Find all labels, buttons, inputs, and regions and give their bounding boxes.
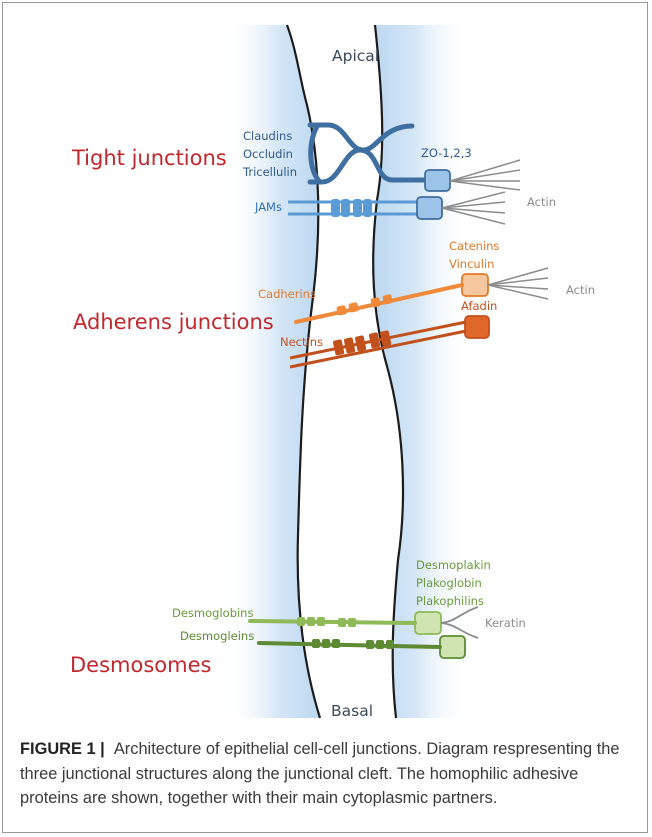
plakophilins-label: Plakophilins [416,594,484,608]
tight-junctions-title: Tight junctions [71,146,227,170]
figure-label: FIGURE 1 [20,740,96,758]
caption-separator [96,740,114,758]
zo-label: ZO-1,2,3 [421,146,472,160]
vinculin-label: Vinculin [449,257,494,271]
claudins-label: Claudins [243,129,292,143]
actin-filaments-adherens [488,268,548,299]
actin-label-adherens: Actin [566,283,595,297]
desmoplakin-box [415,612,441,634]
adherens-junctions-title: Adherens junctions [73,310,274,334]
catenins-label: Catenins [449,239,499,253]
junction-diagram: Apical Basal Tight junctions Claudins Oc… [0,0,652,730]
afadin-label: Afadin [461,299,497,313]
figure-caption: FIGURE 1 Architecture of epithelial cell-… [20,737,635,811]
jams-partner-box [417,197,442,219]
apical-label: Apical [332,47,379,65]
desmoplakin-label: Desmoplakin [416,558,491,572]
afadin-box [465,316,489,338]
caption-title: Architecture of epithelial cell-cell jun… [114,740,422,758]
occludin-label: Occludin [243,147,293,161]
nectins-label: Nectins [280,335,323,349]
zo-protein-box [425,170,450,191]
desmoglobins-label: Desmoglobins [172,606,253,620]
keratin-label: Keratin [485,616,526,630]
catenins-box [462,274,488,296]
plakoglobin-label: Plakoglobin [416,576,482,590]
tricellulin-label: Tricellulin [242,165,297,179]
desmoglein-partner-box [440,636,465,658]
desmosomes-title: Desmosomes [70,653,211,677]
cadherins-label: Cadherins [258,287,316,301]
desmoglobin-strand [250,621,415,623]
desmogleins-label: Desmogleins [180,629,254,643]
actin-label-tight: Actin [527,195,556,209]
basal-label: Basal [331,702,373,720]
jams-label: JAMs [254,200,282,214]
